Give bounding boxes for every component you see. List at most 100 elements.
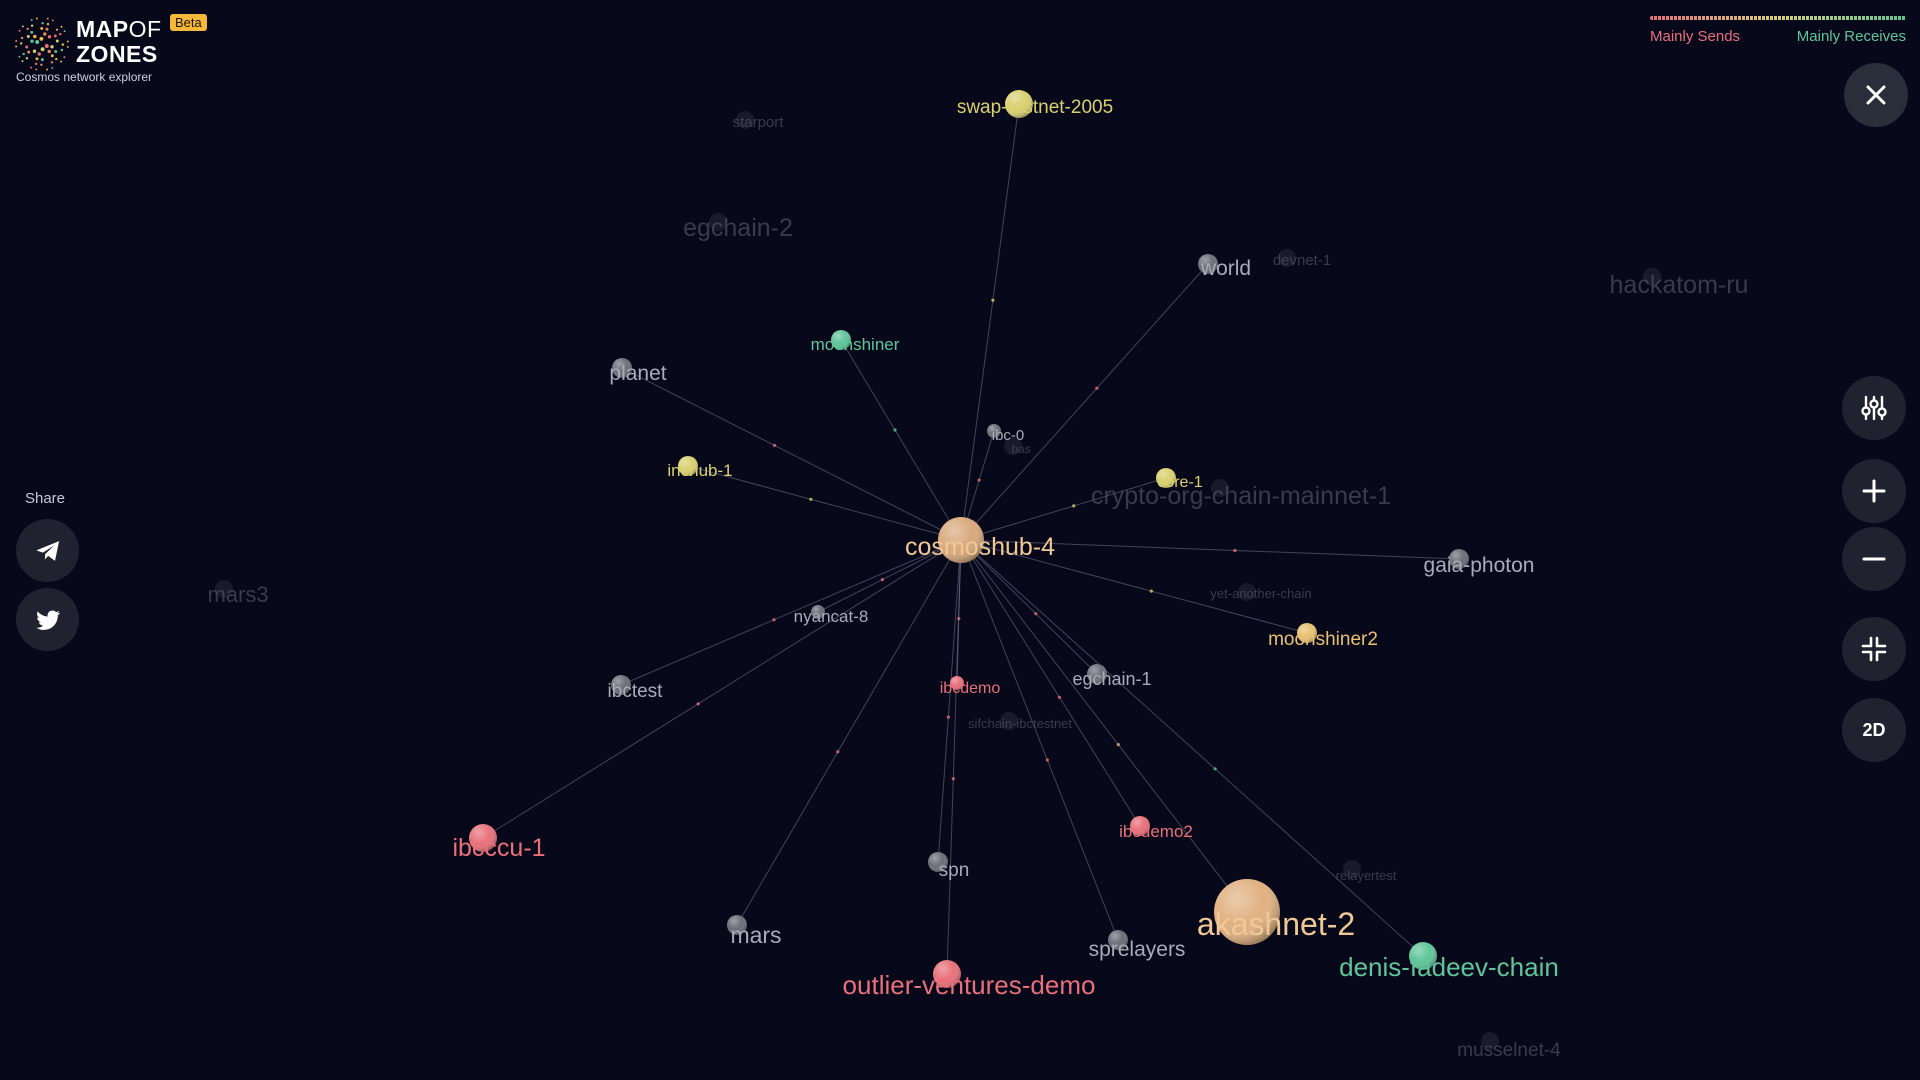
- node-shading-world: [1198, 254, 1218, 274]
- node-label-mars3[interactable]: mars3: [207, 582, 268, 607]
- node-label-ibc-0[interactable]: ibc-0: [992, 427, 1025, 444]
- node-shading-sprelayers: [1108, 930, 1128, 950]
- fit-view-button[interactable]: [1842, 617, 1906, 681]
- node-swap-testnet-2005[interactable]: [1005, 90, 1033, 118]
- edge-planet: [621, 367, 962, 541]
- node-devnet-1[interactable]: [1278, 249, 1296, 267]
- node-label-outlier-ventures-demo[interactable]: outlier-ventures-demo: [843, 970, 1096, 1000]
- logo-of: OF: [128, 16, 162, 42]
- logo-dot: [66, 40, 69, 43]
- node-mars[interactable]: [727, 915, 747, 935]
- node-label-world[interactable]: world: [1200, 257, 1251, 280]
- node-label-hackatom-ru[interactable]: hackatom-ru: [1610, 271, 1749, 299]
- node-label-ibcdemo2[interactable]: ibcdemo2: [1119, 822, 1193, 841]
- node-ibcccu-1[interactable]: [469, 824, 497, 852]
- toggle-2d-button[interactable]: 2D: [1842, 698, 1906, 762]
- node-label-musselnet-4[interactable]: musselnet-4: [1457, 1040, 1561, 1061]
- node-label-crypto-org-chain-mainnet-1[interactable]: crypto-org-chain-mainnet-1: [1091, 482, 1391, 510]
- node-label-denis-fadeev-chain[interactable]: denis-fadeev-chain: [1339, 952, 1559, 982]
- node-label-egchain-1[interactable]: egchain-1: [1072, 669, 1151, 689]
- node-label-cosmoshub-4[interactable]: cosmoshub-4: [905, 533, 1055, 561]
- node-spn[interactable]: [928, 852, 948, 872]
- node-label-egchain-2[interactable]: egchain-2: [683, 214, 793, 242]
- node-ibc-0[interactable]: [987, 424, 1001, 438]
- node-sprelayers[interactable]: [1108, 930, 1128, 950]
- node-planet[interactable]: [612, 358, 632, 378]
- node-starport[interactable]: [736, 111, 754, 129]
- node-label-inchub-1[interactable]: inchub-1: [667, 461, 732, 480]
- zoom-out-button[interactable]: [1842, 527, 1906, 591]
- node-nyancat-8[interactable]: [811, 605, 825, 619]
- node-label-bas[interactable]: bas: [1011, 442, 1030, 456]
- node-shading-nyancat-8: [811, 605, 825, 619]
- node-ibcdemo[interactable]: [950, 676, 964, 690]
- node-label-gaia-photon[interactable]: gaia-photon: [1424, 554, 1535, 577]
- zoom-in-button[interactable]: [1842, 459, 1906, 523]
- node-label-akashnet-2[interactable]: akashnet-2: [1197, 906, 1355, 942]
- node-label-spn[interactable]: spn: [939, 860, 970, 881]
- logo-dot: [55, 39, 59, 43]
- node-label-yet-another-chain[interactable]: yet-another-chain: [1210, 586, 1311, 601]
- node-core-1[interactable]: [1156, 468, 1176, 488]
- node-sphere-starport[interactable]: [736, 111, 754, 129]
- node-sphere-yet-another-chain[interactable]: [1238, 583, 1256, 601]
- node-hackatom-ru[interactable]: [1643, 268, 1661, 286]
- node-label-ibcdemo[interactable]: ibcdemo: [940, 680, 1001, 697]
- edge-particle-planet: [772, 443, 777, 447]
- node-world[interactable]: [1198, 254, 1218, 274]
- node-gaia-photon[interactable]: [1449, 549, 1469, 569]
- node-inchub-1[interactable]: [678, 456, 698, 476]
- edge-core-1: [960, 477, 1167, 541]
- node-sphere-hackatom-ru[interactable]: [1643, 268, 1661, 286]
- node-label-core-1[interactable]: core-1: [1157, 474, 1202, 491]
- node-mars3[interactable]: [215, 580, 233, 598]
- close-button[interactable]: [1844, 63, 1908, 127]
- node-label-relayertest[interactable]: relayertest: [1336, 868, 1397, 883]
- node-label-swap-testnet-2005[interactable]: swap-testnet-2005: [957, 97, 1113, 118]
- node-relayertest[interactable]: [1343, 860, 1361, 878]
- node-yet-another-chain[interactable]: [1238, 583, 1256, 601]
- node-sifchain-ibctestnet[interactable]: [1000, 712, 1018, 730]
- sliders-icon: [1861, 395, 1887, 421]
- node-label-moonshiner2[interactable]: moonshiner2: [1268, 629, 1378, 650]
- logo-dot: [63, 30, 66, 33]
- node-label-ibcccu-1[interactable]: ibcccu-1: [452, 834, 545, 862]
- settings-button[interactable]: [1842, 376, 1906, 440]
- node-label-ibctest[interactable]: ibctest: [608, 681, 664, 702]
- node-label-starport[interactable]: starport: [733, 114, 785, 131]
- logo-dot: [22, 52, 25, 56]
- node-label-mars[interactable]: mars: [730, 922, 781, 948]
- node-sphere-musselnet-4[interactable]: [1481, 1032, 1499, 1050]
- node-akashnet-2[interactable]: [1214, 879, 1280, 945]
- app-logo[interactable]: MAPOF ZONES Beta Cosmos network explorer: [14, 14, 224, 86]
- share-telegram-button[interactable]: [16, 519, 79, 582]
- share-twitter-button[interactable]: [16, 588, 79, 651]
- node-label-nyancat-8[interactable]: nyancat-8: [794, 607, 869, 626]
- node-label-sprelayers[interactable]: sprelayers: [1089, 938, 1186, 961]
- node-moonshiner2[interactable]: [1297, 623, 1317, 643]
- node-label-planet[interactable]: planet: [609, 362, 666, 385]
- node-ibctest[interactable]: [611, 675, 631, 695]
- node-moonshiner[interactable]: [831, 330, 851, 350]
- node-sphere-sifchain-ibctestnet[interactable]: [1000, 712, 1018, 730]
- node-cosmoshub-4[interactable]: [938, 517, 984, 563]
- node-musselnet-4[interactable]: [1481, 1032, 1499, 1050]
- node-crypto-org-chain-mainnet-1[interactable]: [1211, 479, 1229, 497]
- node-shading-cosmoshub-4: [938, 517, 984, 563]
- node-sphere-devnet-1[interactable]: [1278, 249, 1296, 267]
- node-sphere-egchain-2[interactable]: [709, 213, 727, 231]
- node-sphere-mars3[interactable]: [215, 580, 233, 598]
- node-label-sifchain-ibctestnet[interactable]: sifchain-ibctestnet: [968, 716, 1072, 731]
- node-outlier-ventures-demo[interactable]: [933, 960, 961, 988]
- node-egchain-1[interactable]: [1087, 664, 1107, 684]
- node-sphere-crypto-org-chain-mainnet-1[interactable]: [1211, 479, 1229, 497]
- node-label-devnet-1[interactable]: devnet-1: [1273, 252, 1331, 269]
- node-sphere-bas[interactable]: [1004, 437, 1022, 455]
- node-ibcdemo2[interactable]: [1130, 816, 1150, 836]
- node-bas[interactable]: [1004, 437, 1022, 455]
- node-denis-fadeev-chain[interactable]: [1409, 942, 1437, 970]
- node-egchain-2[interactable]: [709, 213, 727, 231]
- node-sphere-relayertest[interactable]: [1343, 860, 1361, 878]
- node-label-moonshiner[interactable]: moonshiner: [811, 335, 900, 354]
